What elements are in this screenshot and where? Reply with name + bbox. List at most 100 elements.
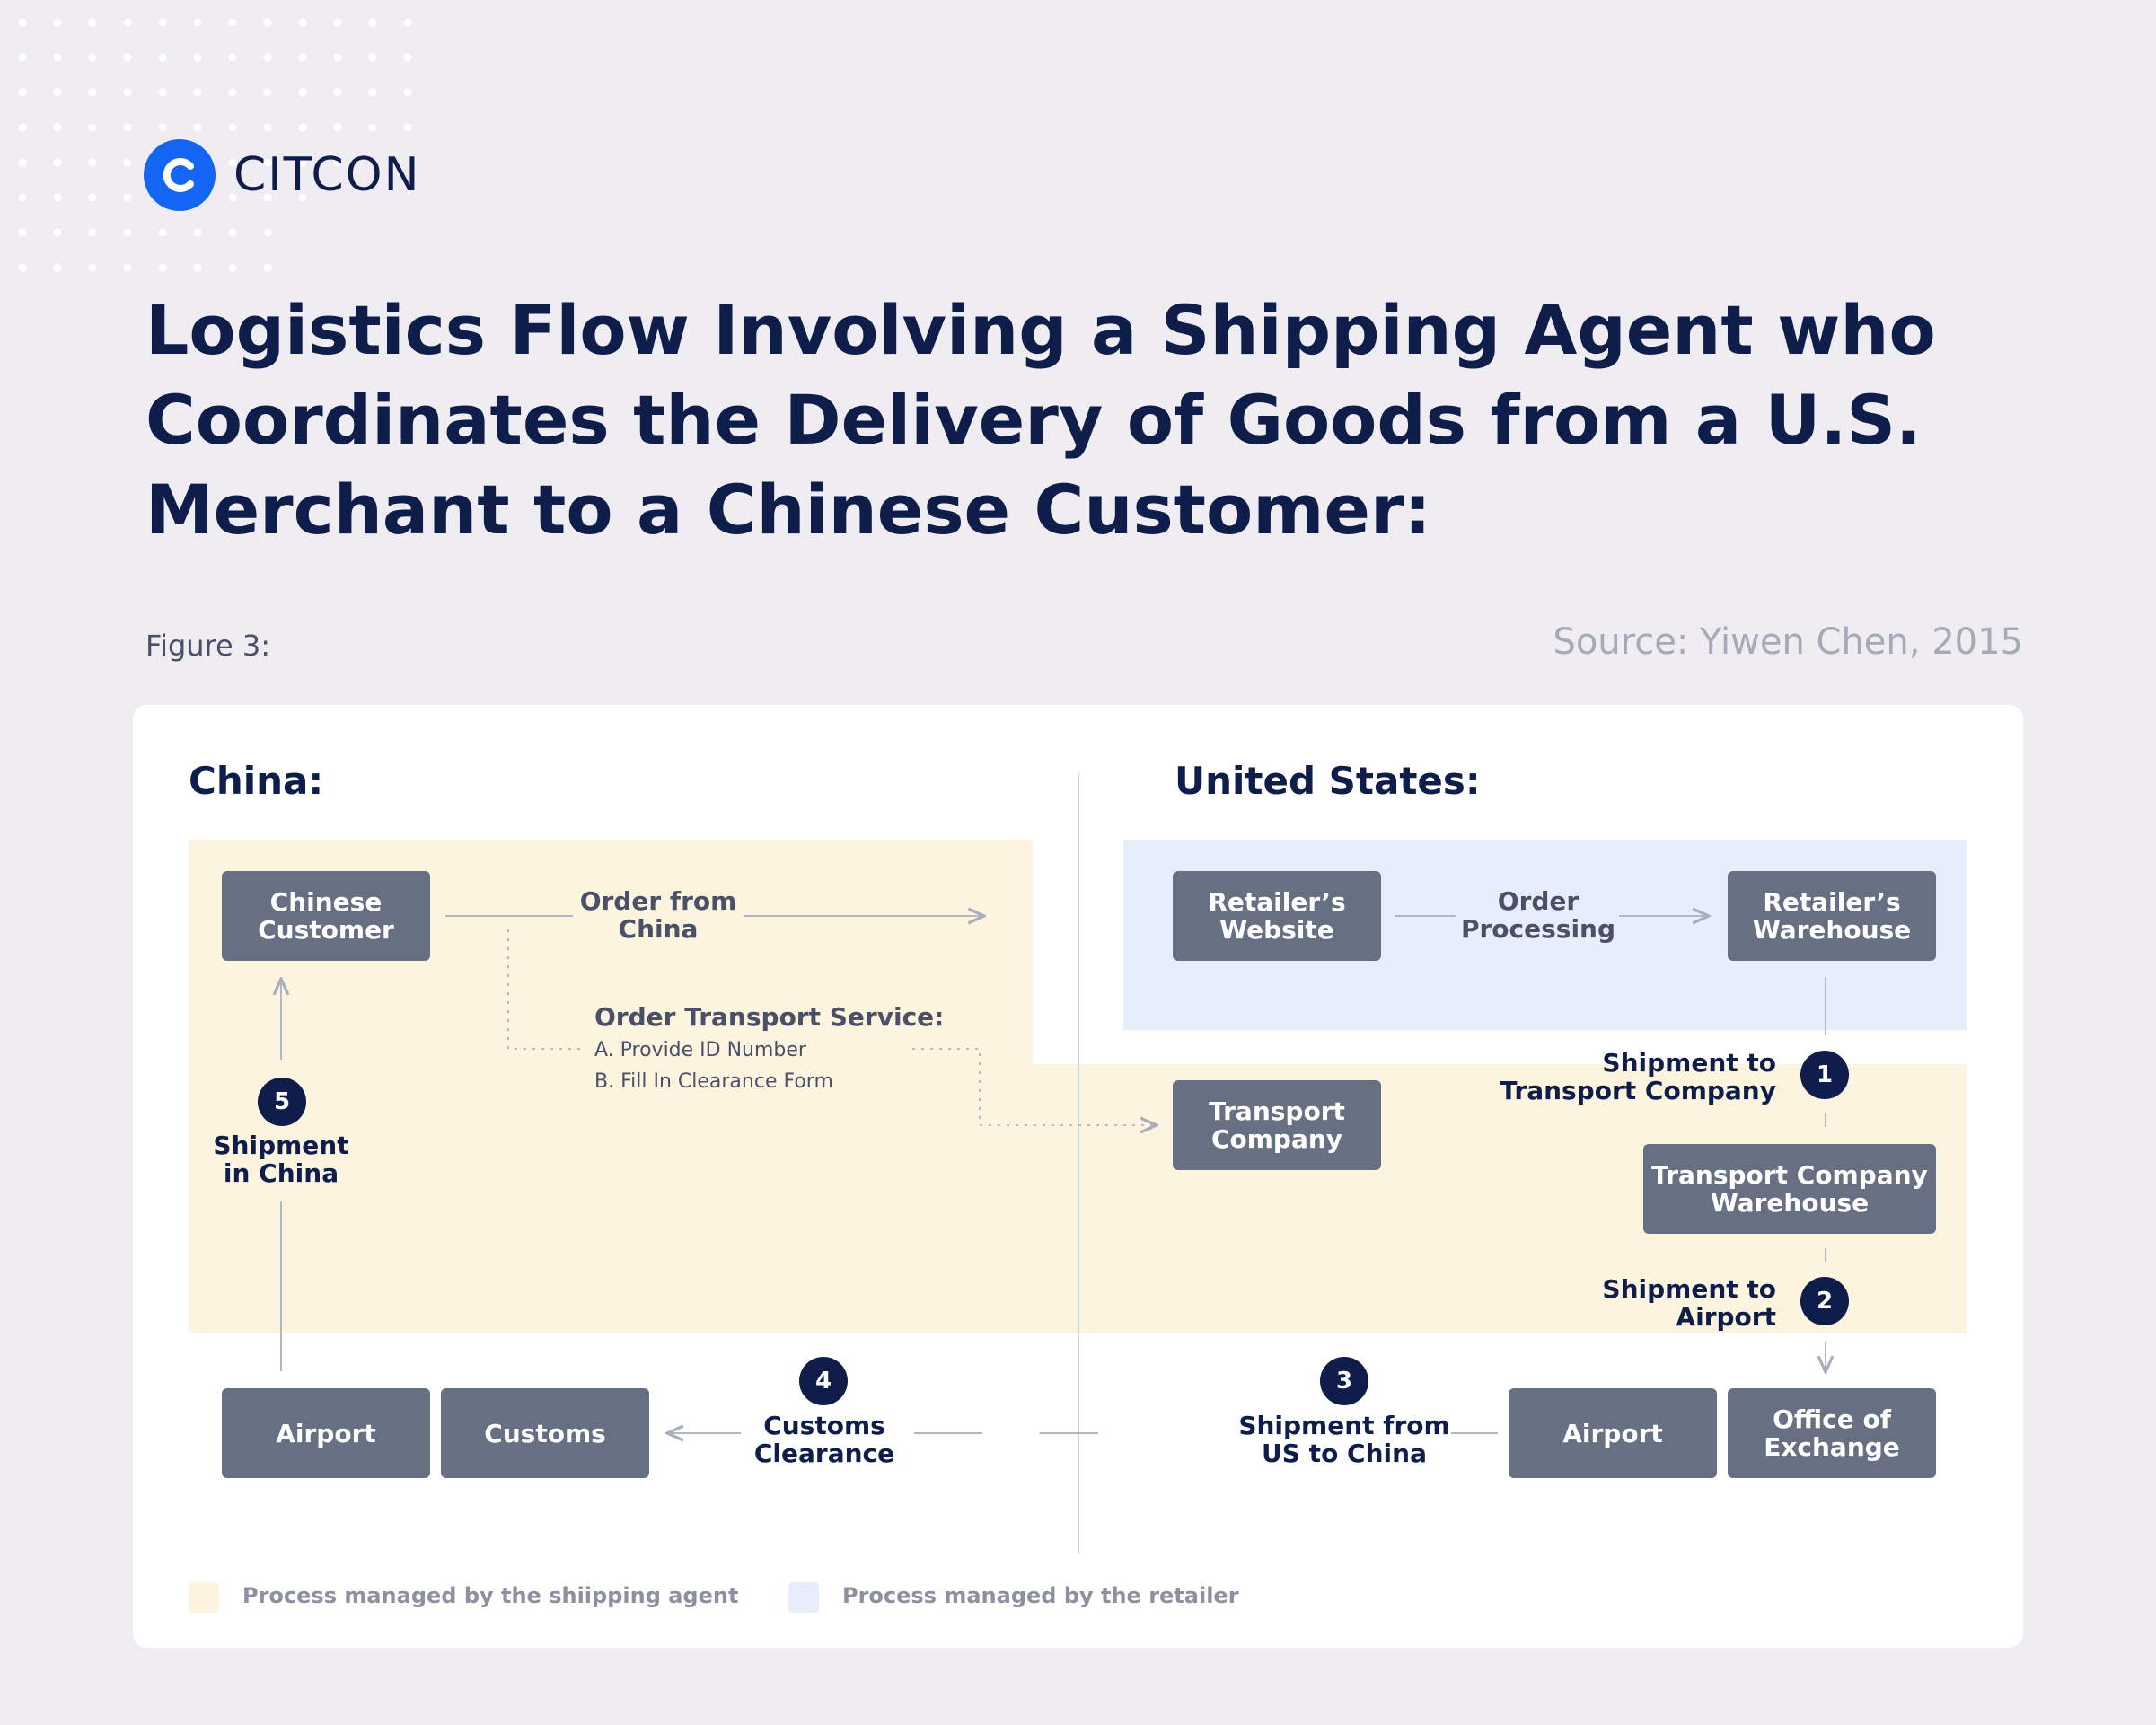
step-badge-2: 2 [1800,1277,1849,1325]
decorative-dot [158,88,167,97]
step-label-5: Shipment in China [213,1131,349,1188]
decorative-dot [333,53,342,62]
decorative-dot [88,228,97,237]
legend-swatch-retailer [788,1582,819,1613]
decorative-dot [368,53,377,62]
decorative-dot [53,88,62,97]
decorative-dot [298,53,307,62]
region-heading-us: United States: [1175,759,1481,803]
step-label-3: Shipment from US to China [1238,1411,1450,1468]
node-retailers-website: Retailer’s Website [1173,871,1381,961]
step-badge-3: 3 [1320,1357,1368,1405]
decorative-dot [368,18,377,27]
decorative-dot [263,263,272,272]
figure-label: Figure 3: [145,629,271,663]
decorative-dot [228,263,237,272]
decorative-dot [263,18,272,27]
decorative-dot [88,193,97,202]
decorative-dot [18,123,27,132]
decorative-dot [53,263,62,272]
decorative-dot [228,158,237,167]
region-divider [1078,772,1079,1553]
brand-name: CITCON [233,148,421,202]
decorative-dot [298,18,307,27]
decorative-dot [263,228,272,237]
decorative-dot [403,88,412,97]
node-transport-company: Transport Company [1173,1080,1381,1170]
decorative-dot [228,193,237,202]
node-customs: Customs [441,1388,649,1478]
edge-label-order-from-china: Order from China [579,886,737,944]
citcon-logo-icon [144,139,216,211]
source-credit: Source: Yiwen Chen, 2015 [1553,621,2023,663]
decorative-dot [263,53,272,62]
decorative-dot [368,123,377,132]
transport-service-item-b: B. Fill In Clearance Form [594,1070,833,1093]
decorative-dot [263,123,272,132]
edge-label-order-processing: Order Processing [1460,886,1616,944]
decorative-dot [18,193,27,202]
node-china-airport: Airport [222,1388,430,1478]
decorative-dot [298,88,307,97]
decorative-dot [18,88,27,97]
decorative-dot [403,53,412,62]
decorative-dot [298,193,307,202]
decorative-dot [403,123,412,132]
decorative-dot [88,263,97,272]
decorative-dot [333,158,342,167]
decorative-dot [158,263,167,272]
diagram-card: China: United States: [133,705,2023,1648]
decorative-dot [123,193,132,202]
decorative-dot [123,53,132,62]
decorative-dot [333,123,342,132]
decorative-dot [88,158,97,167]
decorative-dot [193,53,202,62]
decorative-dot [18,228,27,237]
node-retailers-warehouse: Retailer’s Warehouse [1728,871,1936,961]
node-chinese-customer: Chinese Customer [222,871,430,961]
decorative-dot [18,263,27,272]
decorative-dot [158,18,167,27]
brand-logo[interactable]: CITCON [144,139,421,211]
edge-label-order-transport-service: Order Transport Service: [594,1002,945,1032]
decorative-dot [53,228,62,237]
decorative-dot [88,53,97,62]
decorative-dot [88,123,97,132]
legend-swatch-shipping-agent [189,1582,219,1613]
decorative-dot [158,123,167,132]
region-heading-china: China: [189,759,324,803]
decorative-dot [368,88,377,97]
decorative-dot [228,123,237,132]
decorative-dot [298,123,307,132]
step-badge-5: 5 [258,1078,306,1126]
decorative-dot [53,18,62,27]
flow-connectors [133,705,2023,1648]
decorative-dot [123,228,132,237]
step-label-4: Customs Clearance [753,1411,895,1468]
decorative-dot [403,18,412,27]
decorative-dot [263,193,272,202]
decorative-dot [158,228,167,237]
decorative-dot [18,158,27,167]
decorative-dot-grid [18,18,412,272]
node-transport-company-warehouse: Transport Company Warehouse [1643,1144,1936,1234]
step-badge-1: 1 [1800,1051,1849,1099]
decorative-dot [228,18,237,27]
decorative-dot [53,193,62,202]
decorative-dot [123,123,132,132]
legend-label-retailer: Process managed by the retailer [842,1583,1239,1608]
decorative-dot [193,263,202,272]
decorative-dot [228,53,237,62]
decorative-dot [88,88,97,97]
decorative-dot [193,123,202,132]
decorative-dot [123,18,132,27]
decorative-dot [88,18,97,27]
decorative-dot [18,18,27,27]
decorative-dot [333,88,342,97]
decorative-dot [53,53,62,62]
decorative-dot [123,158,132,167]
decorative-dot [263,88,272,97]
page-title: Logistics Flow Involving a Shipping Agen… [145,290,1936,550]
decorative-dot [298,158,307,167]
step-badge-4: 4 [799,1357,848,1405]
